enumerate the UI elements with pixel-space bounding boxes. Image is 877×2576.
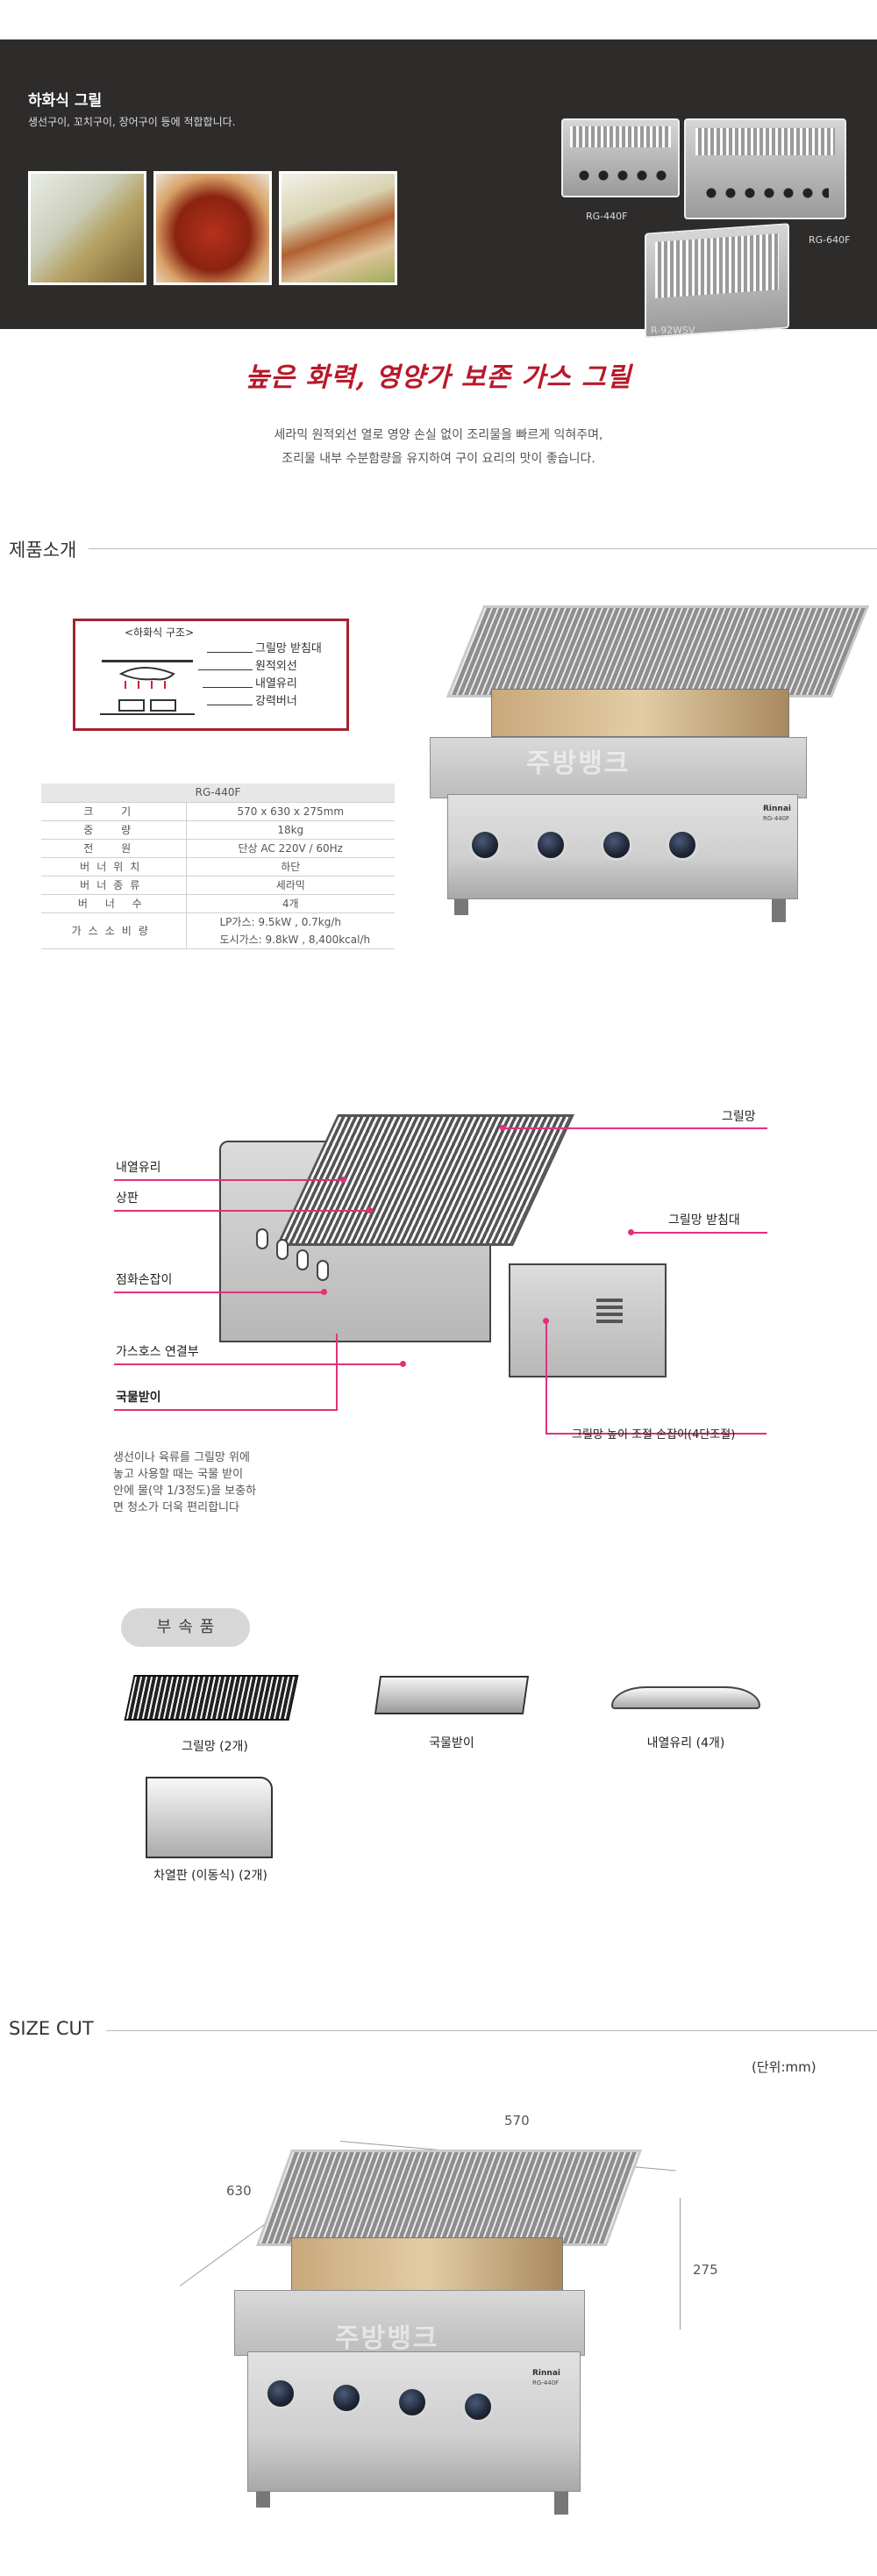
model-label: R-92WSV xyxy=(651,325,695,336)
rg440f-thumbnail xyxy=(561,118,680,197)
grill-net-accessory xyxy=(124,1675,299,1721)
top-plate xyxy=(430,737,807,798)
knob-icon xyxy=(469,829,501,861)
banner-subtitle: 생선구이, 꼬치구이, 장어구이 등에 적합합니다. xyxy=(28,116,236,128)
gas-value: 도시가스: 9.8kW , 8,400kcal/h xyxy=(219,933,371,946)
knob-icon xyxy=(396,2386,428,2418)
skewer-photo xyxy=(153,171,272,285)
callout-height-handle: 그릴망 높이 조절 손잡이(4단조절) xyxy=(572,1428,736,1442)
callout-drip-tray: 국물받이 xyxy=(116,1391,161,1405)
grill-net xyxy=(255,2150,643,2246)
knob-icon xyxy=(535,829,567,861)
banner-title: 하화식 그릴 xyxy=(28,92,103,110)
drip-tray xyxy=(491,689,789,737)
structure-label: 원적외선 xyxy=(255,660,297,673)
product-photo: Rinnai RG-440F 주방뱅크 xyxy=(430,605,870,974)
drip-tray xyxy=(291,2237,563,2294)
model-badge: RG-440F xyxy=(763,815,790,822)
knob-icon xyxy=(317,1260,329,1281)
burner-cross-section-icon xyxy=(100,660,195,715)
model-badge: RG-440F xyxy=(532,2379,560,2386)
unit-label: (단위:mm) xyxy=(752,2059,816,2075)
callout-grill-net: 그릴망 xyxy=(722,1110,756,1124)
knob-icon xyxy=(265,2378,296,2409)
drip-tray-note: 생선이나 육류를 그릴망 위에 놓고 사용할 때는 국물 받이 안에 물(약 1… xyxy=(113,1451,257,1514)
gas-value: LP가스: 9.5kW , 0.7kg/h xyxy=(219,915,342,928)
knob-icon xyxy=(276,1239,289,1260)
grill-body xyxy=(247,2351,581,2492)
accessories-heading: 부속품 xyxy=(121,1608,250,1647)
parts-diagram xyxy=(219,1114,693,1395)
intro-line: 세라믹 원적외선 열로 영양 손실 없이 조리물을 빠르게 익혀주며, xyxy=(274,428,603,442)
accessory-label: 국물받이 xyxy=(429,1736,474,1750)
watermark: 주방뱅크 xyxy=(335,2323,439,2354)
knob-icon xyxy=(601,829,632,861)
grilled-eel-photo xyxy=(279,171,397,285)
callout-heat-glass: 내열유리 xyxy=(116,1161,161,1175)
section-heading-size: SIZE CUT xyxy=(9,2018,106,2039)
vent-slots xyxy=(596,1299,623,1302)
grill-net xyxy=(446,605,870,698)
drip-tray-accessory xyxy=(374,1676,530,1714)
rg640f-thumbnail xyxy=(684,118,846,219)
callout-top-plate: 상판 xyxy=(116,1191,139,1206)
structure-label: 내열유리 xyxy=(255,677,297,691)
section-divider xyxy=(9,2030,877,2031)
size-cut-product-photo: Rinnai RG-440F 주방뱅크 xyxy=(230,2150,643,2562)
callout-gas-hose: 가스호스 연결부 xyxy=(116,1345,199,1359)
structure-diagram: <하화식 구조> 그릴망 받침대 원적외선 내열유리 강력버너 xyxy=(73,619,349,731)
section-heading-intro: 제품소개 xyxy=(9,536,89,562)
top-plate xyxy=(234,2290,585,2356)
structure-label: 그릴망 받침대 xyxy=(255,642,322,655)
table-row: 가스소비량 LP가스: 9.5kW , 0.7kg/h 도시가스: 9.8kW … xyxy=(41,912,395,949)
model-label: RG-640F xyxy=(809,234,851,246)
knob-icon xyxy=(296,1249,309,1270)
intro-text: 세라믹 원적외선 열로 영양 손실 없이 조리물을 빠르게 익혀주며, 조리물 … xyxy=(0,424,877,471)
knob-icon xyxy=(256,1228,268,1249)
model-label: RG-440F xyxy=(586,211,628,222)
heat-glass-accessory xyxy=(611,1686,760,1709)
headline: 높은 화력, 영양가 보존 가스 그릴 xyxy=(245,362,632,393)
callout-net-support: 그릴망 받침대 xyxy=(668,1213,740,1227)
intro-line: 조리물 내부 수분함량을 유지하여 구이 요리의 맛이 좋습니다. xyxy=(282,452,595,466)
accessory-label: 차열판 (이동식) (2개) xyxy=(153,1869,267,1883)
heat-shield-accessory xyxy=(146,1777,273,1858)
section-divider xyxy=(9,548,877,549)
hero-banner: 하화식 그릴 생선구이, 꼬치구이, 장어구이 등에 적합합니다. RG-440… xyxy=(0,39,877,339)
dim-height: 275 xyxy=(693,2262,718,2278)
dim-width: 570 xyxy=(504,2113,530,2129)
brand-logo: Rinnai xyxy=(532,2369,560,2378)
callout-ignition-knob: 점화손잡이 xyxy=(116,1273,173,1287)
knob-icon xyxy=(462,2391,494,2422)
grilled-fish-photo xyxy=(28,171,146,285)
watermark: 주방뱅크 xyxy=(526,748,631,779)
accessory-label: 내열유리 (4개) xyxy=(646,1736,725,1750)
knob-icon xyxy=(667,829,698,861)
dim-depth: 630 xyxy=(226,2183,252,2199)
r92wsv-thumbnail xyxy=(645,223,789,339)
knob-icon xyxy=(331,2382,362,2414)
spec-model-header: RG-440F xyxy=(41,784,395,803)
brand-logo: Rinnai xyxy=(763,805,791,813)
accessory-label: 그릴망 (2개) xyxy=(182,1740,248,1754)
structure-label: 강력버너 xyxy=(255,695,297,708)
structure-title: <하화식 구조> xyxy=(125,626,195,639)
